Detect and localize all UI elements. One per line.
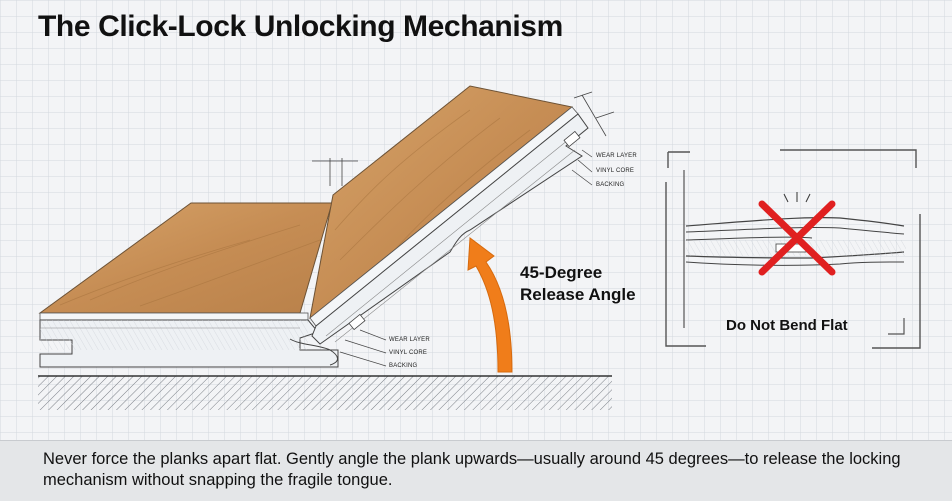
callout-leaders xyxy=(339,149,593,367)
caption-text: Never force the planks apart flat. Gentl… xyxy=(43,450,901,489)
release-angle-label-line1: 45-Degree xyxy=(520,263,603,282)
warning-label: Do Not Bend Flat xyxy=(726,317,848,334)
tilted-plank xyxy=(309,85,589,345)
dimension-marks xyxy=(312,91,615,186)
callout-upper-vinyl-core: VINYL CORE xyxy=(596,168,635,174)
page-title: The Click-Lock Unlocking Mechanism xyxy=(38,10,563,43)
warning-inset xyxy=(665,149,921,349)
callout-upper-wear-layer: WEAR LAYER xyxy=(596,153,637,159)
flat-plank xyxy=(38,202,339,368)
callout-lower-wear-layer: WEAR LAYER xyxy=(389,337,430,343)
release-angle-label: 45-Degree Release Angle xyxy=(520,262,636,306)
subfloor xyxy=(38,375,612,410)
callout-upper-backing: BACKING xyxy=(596,182,625,188)
release-angle-label-line2: Release Angle xyxy=(520,285,636,304)
release-angle-arrow xyxy=(467,237,513,373)
callout-lower-backing: BACKING xyxy=(389,363,418,369)
flat-plank-wear-layer xyxy=(39,312,309,321)
tilted-plank-core xyxy=(311,113,589,345)
caption-bar: Never force the planks apart flat. Gentl… xyxy=(0,440,952,501)
callout-lower-vinyl-core: VINYL CORE xyxy=(389,350,428,356)
